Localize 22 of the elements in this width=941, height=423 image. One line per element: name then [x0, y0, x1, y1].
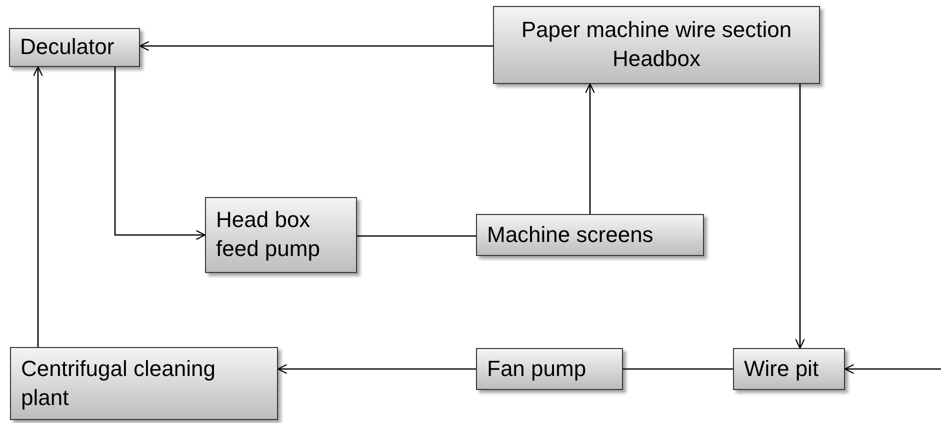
arrow: [139, 40, 493, 52]
process-box: [733, 348, 845, 390]
arrow: [794, 84, 806, 349]
process-box: [493, 6, 820, 84]
process-box: [476, 348, 623, 390]
process-box: [476, 214, 704, 256]
box-label: Fan pump: [487, 354, 588, 383]
box-label: Centrifugal cleaning plant: [21, 354, 216, 412]
arrow: [114, 67, 206, 240]
process-box: [9, 28, 140, 67]
box-label: Deculator: [20, 33, 116, 62]
arrow: [844, 364, 941, 374]
box-label: Headbox: [611, 45, 702, 73]
process-box: [10, 347, 278, 420]
box-label: Head box feed pump: [216, 206, 321, 263]
box-label: Paper machine wire section: [520, 16, 793, 44]
arrow: [277, 364, 476, 374]
box-label: Machine screens: [487, 220, 654, 249]
process-box: [205, 197, 357, 273]
arrow: [584, 83, 596, 214]
arrow: [32, 66, 44, 347]
box-label: Wire pit: [744, 354, 820, 383]
